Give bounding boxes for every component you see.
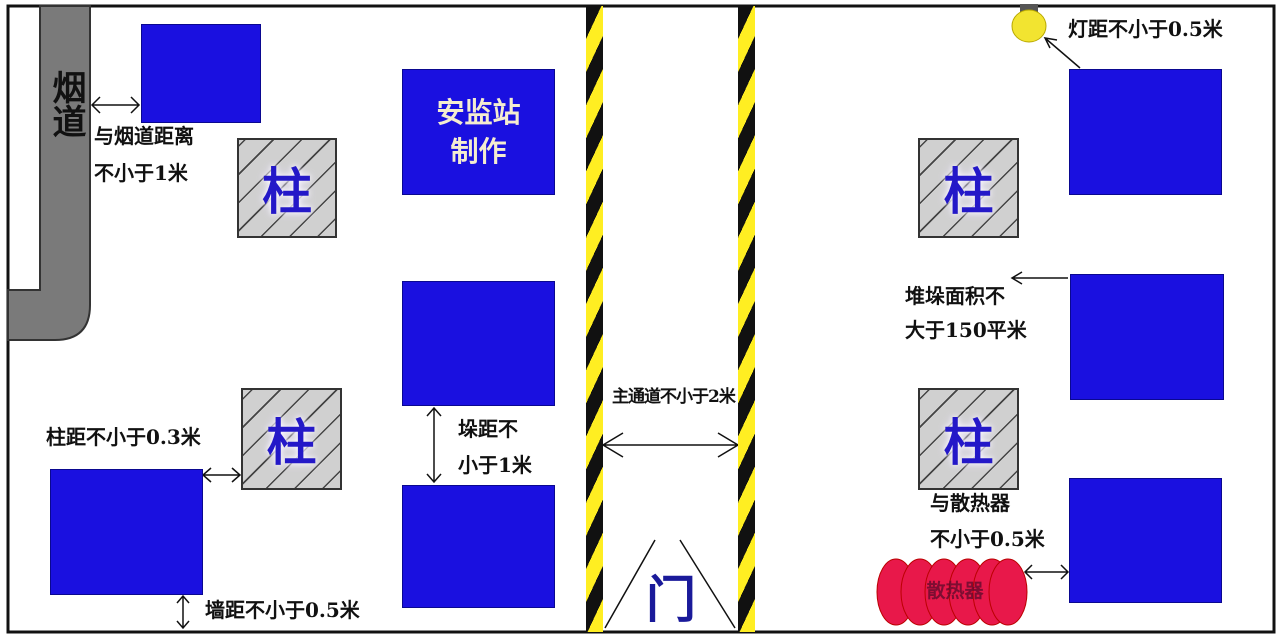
stack-block — [141, 24, 261, 123]
stack-block — [1069, 69, 1222, 195]
stack-block — [1070, 274, 1224, 400]
pillar-label: 柱 — [262, 162, 312, 221]
pillar: 柱 — [237, 138, 337, 238]
lamp-distance-arrow — [1043, 37, 1081, 69]
stack-area-line1: 堆垛面积不 — [905, 284, 1005, 308]
stack-block — [50, 469, 203, 595]
chimney-label: 烟道 — [46, 70, 86, 138]
stack-distance-arrow — [426, 406, 442, 484]
pillar-distance-label: 柱距不小于0.3米 — [46, 425, 201, 449]
pillar-label: 柱 — [943, 162, 994, 221]
stack-block — [402, 485, 555, 608]
main-aisle-label: 主通道不小于2米 — [612, 387, 736, 407]
stack-block — [402, 281, 555, 406]
chimney-shape — [7, 5, 91, 341]
chimney-distance-line2: 不小于1米 — [94, 161, 188, 185]
door-swing-lines — [604, 539, 736, 629]
aisle-stripe-left — [586, 6, 603, 632]
chimney-distance-line1: 与烟道距离 — [94, 124, 194, 148]
office-label-line2: 制作 — [450, 135, 507, 168]
main-aisle-arrow — [601, 432, 740, 458]
radiator-distance-arrow — [1023, 564, 1070, 580]
wall-distance-label: 墙距不小于0.5米 — [205, 598, 360, 622]
pillar-label: 柱 — [266, 413, 317, 472]
office-stack-block: 安监站 制作 — [402, 69, 555, 195]
lamp-icon — [1011, 4, 1047, 43]
radiator-distance-line1: 与散热器 — [930, 491, 1010, 515]
pillar: 柱 — [241, 388, 342, 490]
chimney-distance-arrow — [90, 96, 141, 114]
stack-area-arrow — [1010, 271, 1068, 285]
radiator-distance-line2: 不小于0.5米 — [930, 527, 1045, 551]
wall-distance-arrow — [176, 594, 190, 630]
pillar: 柱 — [918, 138, 1019, 238]
stack-distance-line2: 小于1米 — [458, 453, 532, 477]
lamp-distance-label: 灯距不小于0.5米 — [1068, 17, 1223, 41]
aisle-stripe-right — [738, 6, 755, 632]
radiator-fin — [988, 558, 1028, 626]
office-label-line1: 安监站 — [436, 95, 521, 129]
stack-area-line2: 大于150平米 — [905, 318, 1027, 342]
pillar-label: 柱 — [943, 413, 994, 472]
door-label: 门 — [646, 570, 696, 629]
door-gap — [603, 634, 738, 640]
stack-block — [1069, 478, 1222, 603]
pillar: 柱 — [918, 388, 1019, 490]
radiator-label: 散热器 — [926, 580, 984, 602]
radiator — [876, 558, 1028, 626]
pillar-distance-arrow — [201, 467, 242, 483]
stack-distance-line1: 垛距不 — [458, 417, 518, 441]
